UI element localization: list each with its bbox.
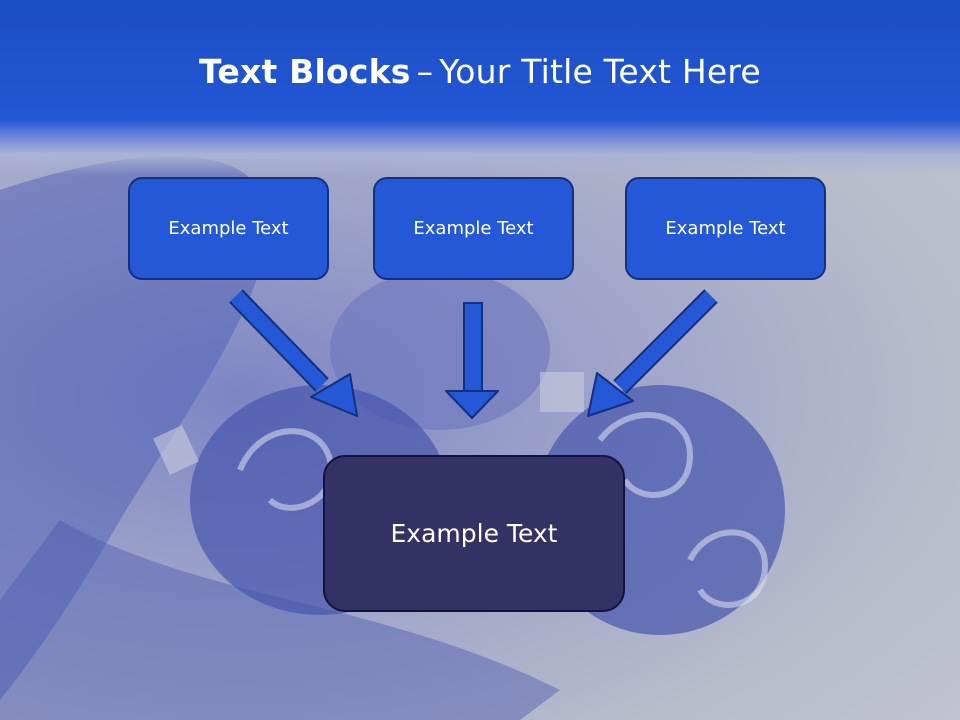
text-block-right-label: Example Text	[665, 218, 786, 239]
title-dash: –	[416, 52, 434, 91]
text-block-middle[interactable]: Example Text	[373, 177, 574, 280]
title-band	[0, 0, 960, 175]
text-block-center[interactable]: Example Text	[323, 455, 625, 612]
title-bold: Text Blocks	[199, 52, 411, 91]
arrow-left	[229, 289, 358, 417]
slide-title: Text Blocks–Your Title Text Here	[0, 52, 960, 91]
text-block-middle-label: Example Text	[413, 218, 534, 239]
text-block-center-label: Example Text	[390, 519, 558, 548]
arrow-right	[587, 289, 718, 417]
text-block-left[interactable]: Example Text	[128, 177, 329, 280]
text-block-right[interactable]: Example Text	[625, 177, 826, 280]
text-block-left-label: Example Text	[168, 218, 289, 239]
title-rest: Your Title Text Here	[439, 52, 761, 91]
arrow-center	[445, 302, 499, 419]
